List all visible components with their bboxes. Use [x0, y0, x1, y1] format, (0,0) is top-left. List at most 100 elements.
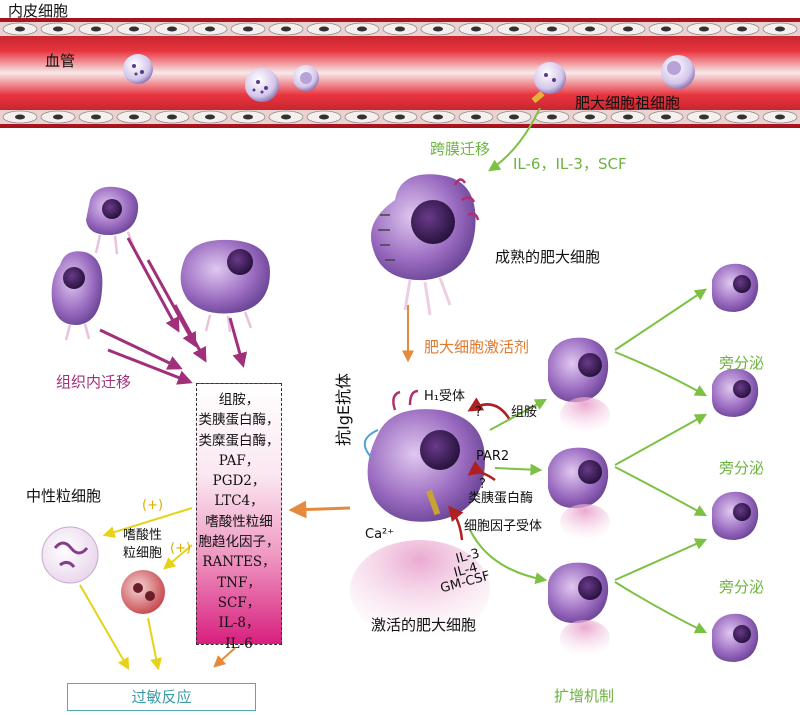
anti-ige-loop: [363, 429, 379, 459]
to-downstream-arrows: [469, 398, 548, 585]
endothelial-nucleus: [281, 26, 291, 32]
cytokines-in-label: IL-6，IL-3，SCF: [513, 155, 627, 173]
endothelial-nucleus: [357, 114, 367, 120]
endothelial-nucleus: [737, 114, 747, 120]
tissue-migration-arrows: [99, 237, 248, 385]
mature-cell-label: 成熟的肥大细胞: [495, 248, 601, 266]
endothelial-nucleus: [737, 26, 747, 32]
endothelial-nucleus: [53, 26, 63, 32]
mediator-item: 胞趋化因子，: [198, 534, 280, 551]
endothelial-nucleus: [547, 26, 557, 32]
endothelial-nucleus: [15, 114, 25, 120]
endothelial-nucleus: [129, 26, 139, 32]
mediator-list-box: 组胺， 类胰蛋白酶， 类糜蛋白酶， PAF， PGD2， LTC4， 嗜酸性粒细…: [196, 383, 282, 652]
cytokine-receptor-label: 细胞因子受体: [464, 519, 543, 534]
endothelial-nucleus: [471, 26, 481, 32]
endothelial-nucleus: [319, 26, 329, 32]
progenitor-label: 肥大细胞祖细胞: [575, 94, 681, 112]
paracrine-target-cell: [712, 404, 758, 443]
downstream-mast-cell: [548, 562, 610, 656]
endothelial-nucleus: [205, 114, 215, 120]
h1-receptor-label: H₁受体: [424, 389, 465, 404]
tissue-migration-label: 组织内迁移: [56, 373, 132, 391]
mediator-item: 类胰蛋白酶，: [198, 412, 280, 429]
vessel-label: 血管: [45, 52, 76, 70]
mediator-item: 组胺，: [218, 392, 260, 408]
endothelial-nucleus: [509, 26, 519, 32]
endothelial-nucleus: [623, 26, 633, 32]
mediator-item: PAF，: [218, 452, 260, 469]
downstream-mast-cell: [548, 337, 610, 433]
endothelial-nucleus: [661, 114, 671, 120]
histamine-label: 组胺: [511, 405, 538, 420]
paracrine-target-cell: [712, 613, 759, 662]
paracrine-arrows: [614, 288, 708, 634]
activated-mast-cell: [350, 389, 490, 640]
par2-label: PAR2: [476, 449, 510, 464]
endothelial-nucleus: [509, 114, 519, 120]
endothelial-nucleus: [205, 26, 215, 32]
mediator-item: PGD2，: [212, 473, 266, 490]
paracrine-label-1: 旁分泌: [719, 354, 765, 372]
neutrophil-cell: [41, 526, 99, 584]
endothelial-nucleus: [53, 114, 63, 120]
plus-label-2: (+): [170, 541, 192, 556]
question-mark-2: ?: [479, 477, 486, 492]
endothelial-nucleus: [167, 114, 177, 120]
blood-cell: [293, 65, 319, 91]
endothelial-cells-bottom: [2, 110, 798, 124]
endothelial-nucleus: [395, 26, 405, 32]
anti-ige-label: 抗IgE抗体: [334, 373, 353, 446]
endothelial-nucleus: [699, 114, 709, 120]
blood-cell: [245, 68, 279, 102]
receptor-arrows: [448, 397, 512, 541]
neutrophil-label: 中性粒细胞: [26, 487, 102, 505]
endothelial-nucleus: [471, 114, 481, 120]
endothelial-nucleus: [395, 114, 405, 120]
mature-mast-cell: [370, 174, 480, 316]
endothelial-nucleus: [623, 114, 633, 120]
endothelium-label: 内皮细胞: [8, 2, 69, 20]
mediator-item: RANTES，: [202, 554, 276, 571]
paracrine-target-cell: [712, 491, 759, 540]
endothelial-nucleus: [433, 26, 443, 32]
endothelial-nucleus: [699, 26, 709, 32]
endothelial-nucleus: [91, 26, 101, 32]
paracrine-label-2: 旁分泌: [719, 459, 765, 477]
endothelial-nucleus: [91, 114, 101, 120]
calcium-label: Ca²⁺: [365, 527, 395, 542]
mast-cell-progenitor: [531, 62, 566, 104]
endothelial-nucleus: [585, 114, 595, 120]
migrating-mast-cell: [180, 239, 270, 333]
blood-cell: [661, 55, 695, 89]
tryptase-label: 类胰蛋白酶: [468, 491, 534, 506]
downstream-mast-cell: [548, 447, 610, 540]
eosinophil-label-2: 粒细胞: [123, 546, 163, 561]
paracrine-target-cell: [712, 263, 759, 312]
paracrine-label-3: 旁分泌: [719, 578, 765, 596]
endothelial-nucleus: [661, 26, 671, 32]
question-mark-1: ?: [475, 405, 482, 420]
proliferation-label: 扩增机制: [554, 687, 615, 705]
allergic-reaction-box: 过敏反应: [67, 683, 256, 711]
plus-label-1: (+): [142, 498, 164, 513]
endothelial-nucleus: [433, 114, 443, 120]
mediator-item: IL-8，: [218, 615, 260, 632]
endothelial-nucleus: [775, 114, 785, 120]
mediator-item: TNF，: [217, 574, 261, 591]
eosinophil-cell: [121, 570, 165, 614]
chemotaxis-arrows: [79, 507, 193, 671]
mediator-item: LTC4，: [214, 493, 264, 510]
blood-cell: [123, 54, 153, 84]
endothelial-nucleus: [243, 26, 253, 32]
endothelial-nucleus: [129, 114, 139, 120]
mediator-item: 嗜酸性粒细: [205, 513, 273, 530]
endothelial-nucleus: [775, 26, 785, 32]
endothelial-cells-top: [2, 22, 798, 36]
endothelial-nucleus: [547, 114, 557, 120]
mediator-item: IL-6: [225, 635, 253, 652]
release-arrow: [288, 500, 351, 519]
endothelial-nucleus: [585, 26, 595, 32]
migrating-mast-cell: [51, 251, 103, 341]
